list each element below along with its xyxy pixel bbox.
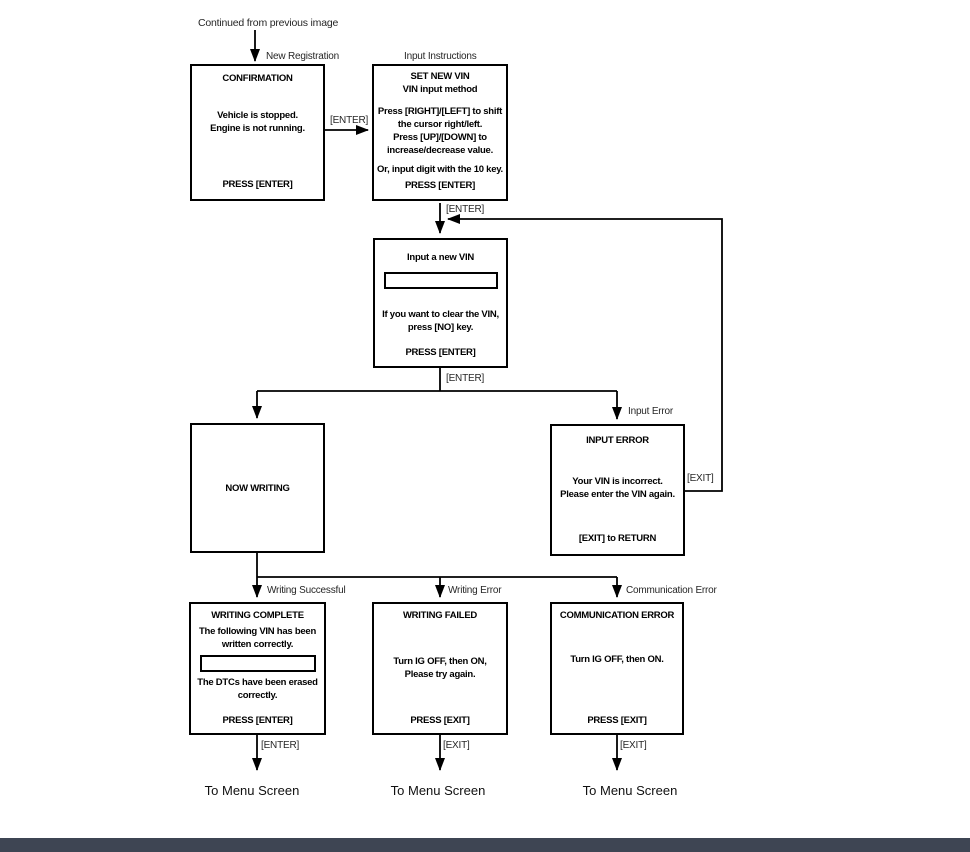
- bottom-bar: [0, 838, 970, 852]
- box-body: Your VIN is incorrect. Please enter the …: [560, 476, 675, 500]
- box-footer: PRESS [ENTER]: [404, 180, 476, 191]
- branch-label-input-error: Input Error: [628, 406, 674, 417]
- edge-label-exit-bottom-1: [EXIT]: [443, 740, 470, 751]
- box-footer: PRESS [ENTER]: [222, 179, 293, 190]
- branch-label-input-instructions: Input Instructions: [404, 51, 477, 62]
- branch-label-writing-successful: Writing Successful: [267, 585, 346, 596]
- edge-label-exit-bottom-2: [EXIT]: [620, 740, 647, 751]
- box-title: NOW WRITING: [225, 482, 290, 494]
- box-body: If you want to clear the VIN, press [NO]…: [382, 309, 499, 333]
- box-title: WRITING COMPLETE: [211, 610, 304, 621]
- edge-exit-return-loop: [447, 214, 723, 492]
- confirmation-screen-box: CONFIRMATION Vehicle is stopped. Engine …: [190, 64, 325, 201]
- box-body-2: Or, input digit with the 10 key.: [377, 164, 503, 175]
- box-body: Turn IG OFF, then ON, Please try again.: [393, 656, 487, 680]
- box-body-2: The DTCs have been erased correctly.: [197, 677, 318, 701]
- branch-label-writing-error: Writing Error: [448, 585, 502, 596]
- communication-error-screen-box: COMMUNICATION ERROR Turn IG OFF, then ON…: [550, 602, 684, 735]
- writing-complete-screen-box: WRITING COMPLETE The following VIN has b…: [189, 602, 326, 735]
- edge-label-enter-1: [ENTER]: [330, 115, 369, 126]
- written-vin-field: [199, 655, 316, 672]
- vin-input-field: [383, 272, 498, 289]
- writing-failed-screen-box: WRITING FAILED Turn IG OFF, then ON, Ple…: [372, 602, 508, 735]
- box-footer: [EXIT] to RETURN: [578, 533, 657, 544]
- edge-label-enter-3: [ENTER]: [446, 373, 485, 384]
- box-footer: PRESS [EXIT]: [410, 715, 470, 726]
- box-title: WRITING FAILED: [402, 610, 478, 621]
- branch-label-communication-error: Communication Error: [626, 585, 717, 596]
- branch-label-new-registration: New Registration: [266, 51, 339, 62]
- box-footer: PRESS [ENTER]: [405, 347, 476, 358]
- box-body: The following VIN has been written corre…: [198, 626, 316, 650]
- box-title: Input a new VIN: [407, 252, 474, 263]
- box-title: CONFIRMATION: [222, 73, 293, 84]
- box-body: Press [RIGHT]/[LEFT] to shift the cursor…: [377, 106, 503, 156]
- now-writing-screen-box: NOW WRITING: [190, 423, 325, 553]
- box-footer: PRESS [ENTER]: [222, 715, 293, 726]
- edge-label-exit-loop: [EXIT]: [687, 473, 714, 484]
- box-title: SET NEW VIN VIN input method: [402, 71, 478, 95]
- input-error-screen-box: INPUT ERROR Your VIN is incorrect. Pleas…: [550, 424, 685, 556]
- to-menu-screen-label-3: To Menu Screen: [582, 783, 678, 798]
- to-menu-screen-label-2: To Menu Screen: [390, 783, 486, 798]
- set-new-vin-screen-box: SET NEW VIN VIN input method Press [RIGH…: [372, 64, 508, 201]
- edge-label-enter-bottom: [ENTER]: [261, 740, 300, 751]
- box-title: INPUT ERROR: [586, 435, 649, 446]
- continued-note: Continued from previous image: [198, 17, 339, 29]
- box-title: COMMUNICATION ERROR: [559, 610, 675, 621]
- box-body: Vehicle is stopped. Engine is not runnin…: [210, 110, 305, 134]
- box-footer: PRESS [EXIT]: [587, 715, 647, 726]
- to-menu-screen-label-1: To Menu Screen: [204, 783, 300, 798]
- edge-label-enter-2: [ENTER]: [446, 204, 485, 215]
- input-new-vin-screen-box: Input a new VIN If you want to clear the…: [373, 238, 508, 368]
- box-body: Turn IG OFF, then ON.: [570, 654, 664, 665]
